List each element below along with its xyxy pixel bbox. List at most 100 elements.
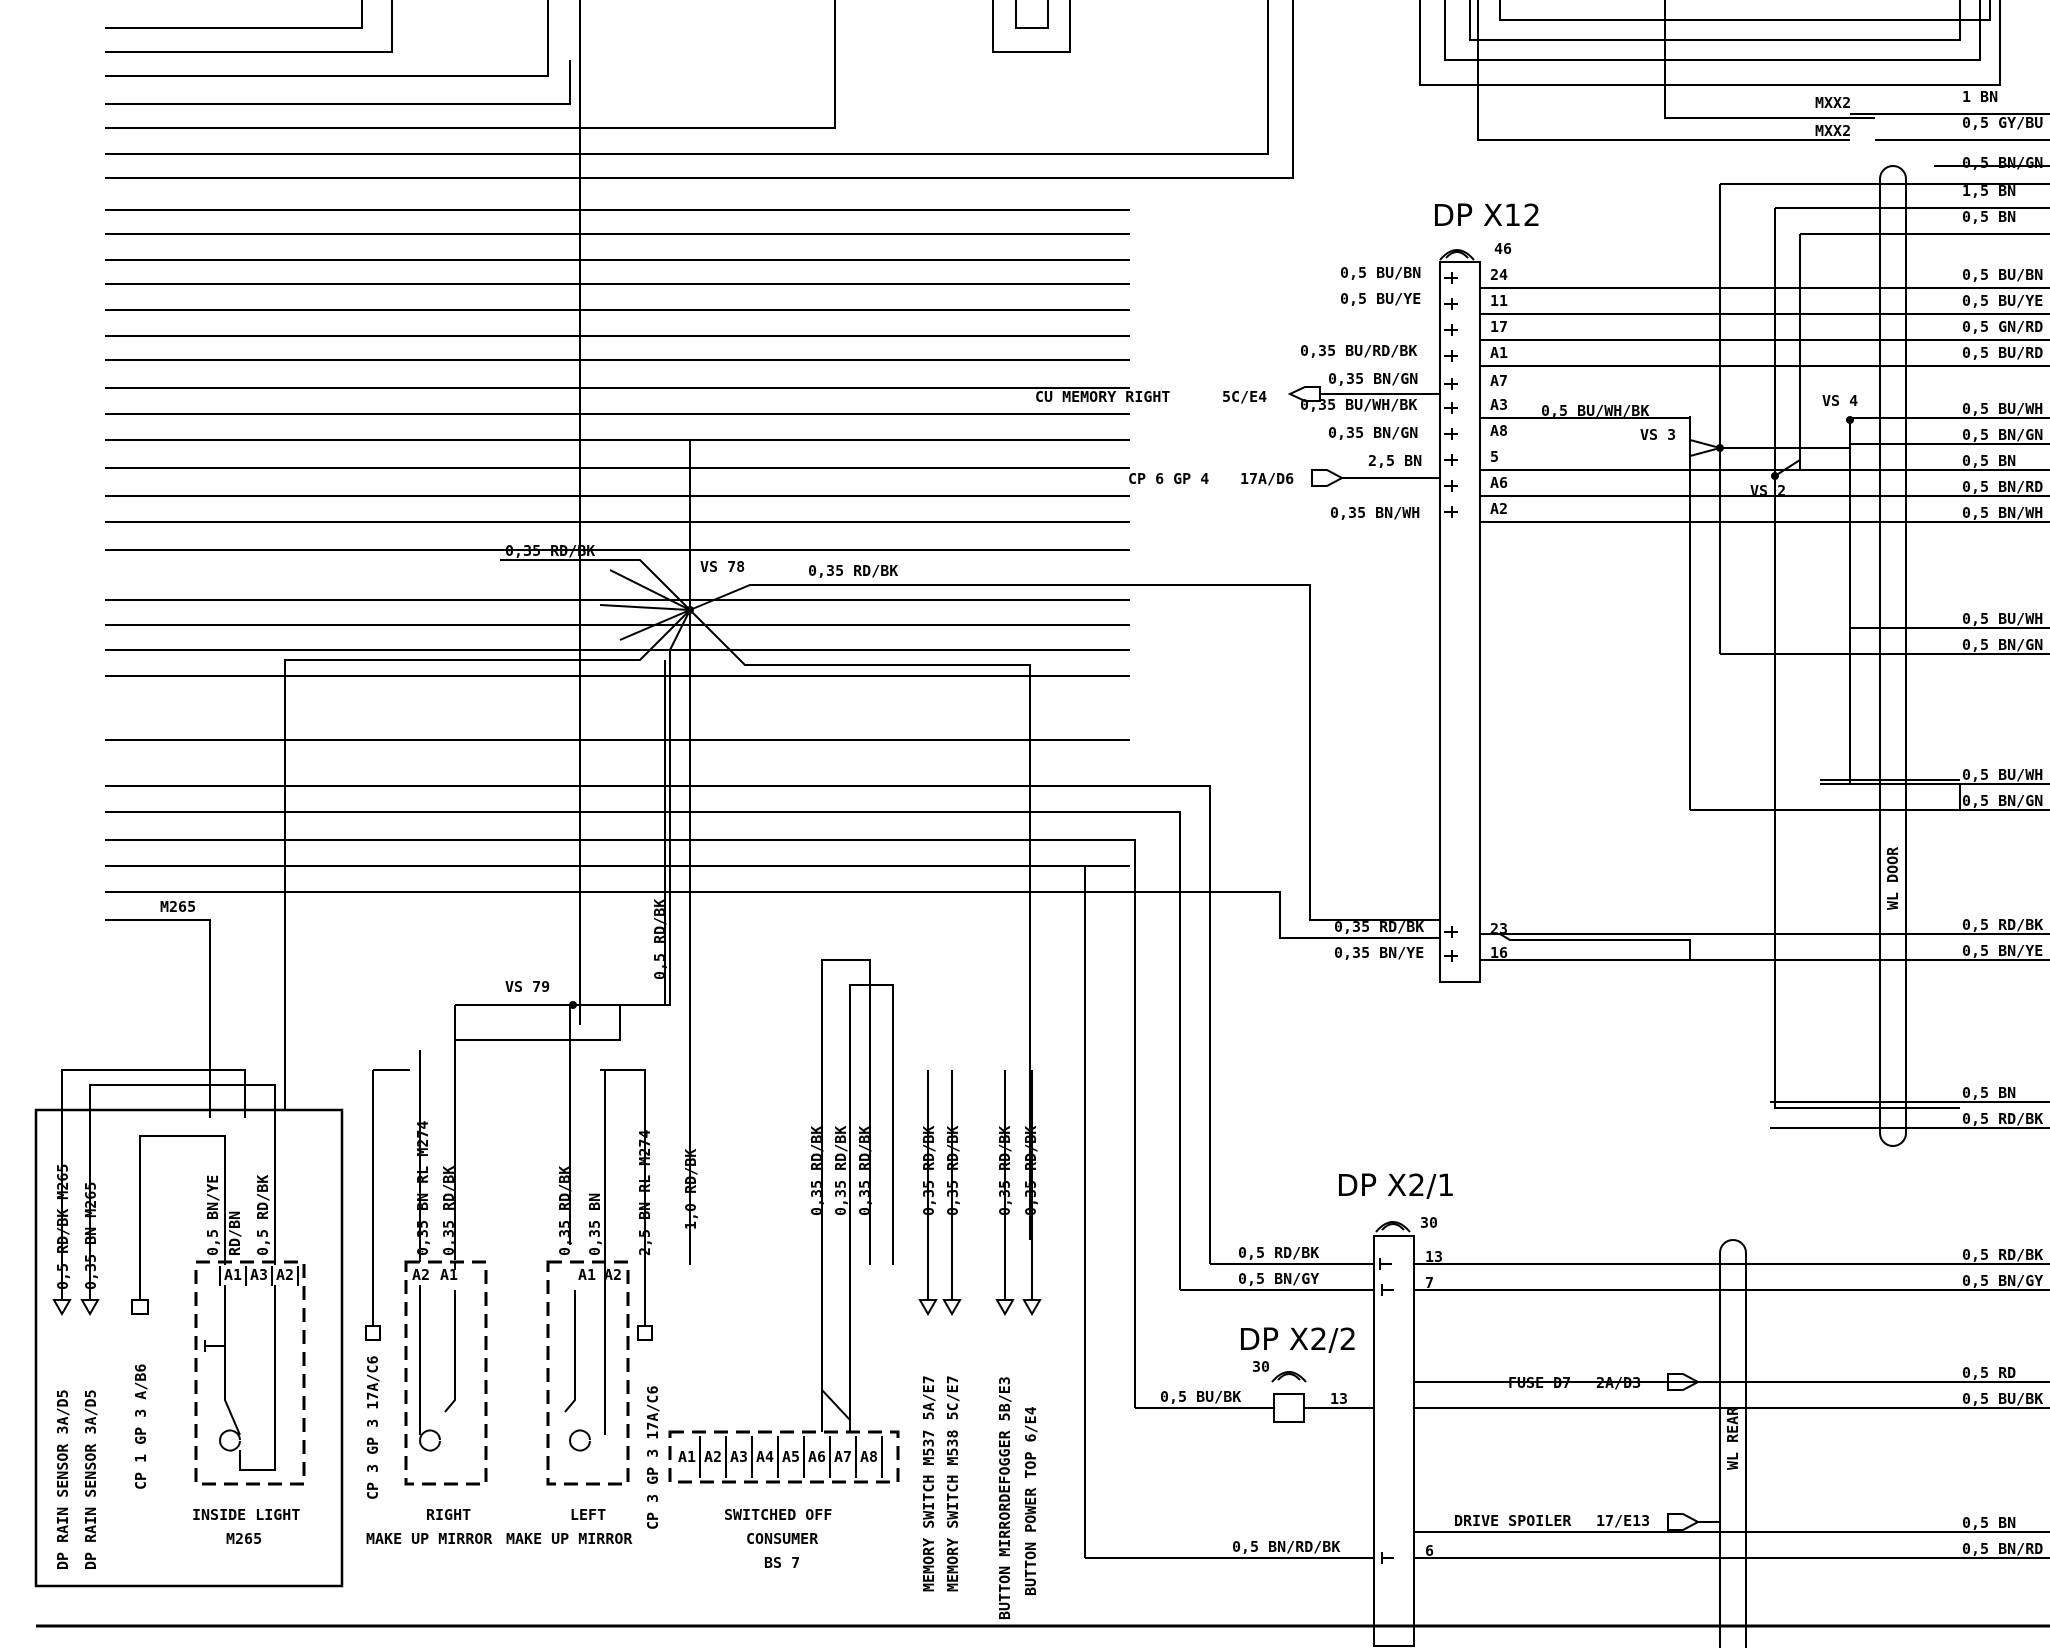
btn2-label: BUTTON POWER TOP 6/E4 <box>1022 1406 1040 1596</box>
right-wire-label: 0,5 GY/BU <box>1962 114 2043 132</box>
x12-pin-17: 17 <box>1490 318 1508 336</box>
mem1-label: MEMORY SWITCH M537 5A/E7 <box>920 1375 938 1592</box>
lm-wire-label-2: 0,35 BN <box>586 1193 604 1256</box>
rain1-wire-label: 0,5 RD/BK M265 <box>54 1164 72 1290</box>
rm-wire-label-1: 0,35 BN RL M274 <box>414 1121 432 1256</box>
x12-wire-label: 0,35 BN/GN <box>1328 370 1418 388</box>
x12-pin-23: 23 <box>1490 920 1508 938</box>
vs79-up-wire-label: 0,5 RD/BK <box>651 899 669 980</box>
sc-wire-label-2: 0,35 RD/BK <box>832 1126 850 1216</box>
right-wire-label: 0,5 BU/BK <box>1962 1390 2043 1408</box>
inside-light-box <box>194 1260 306 1486</box>
x12-pin-A2: A2 <box>1490 500 1508 518</box>
vs4-label: VS 4 <box>1822 392 1858 410</box>
x12-pin-mark <box>1444 298 1458 310</box>
right-wire-label: 0,5 BN/RD <box>1962 1540 2043 1558</box>
bottom-devices: 0,5 RD/BK M265 0,35 BN M265 DP RAIN SENS… <box>34 959 1042 1620</box>
right-wire-label: 0,5 RD/BK <box>1962 916 2043 934</box>
splice-vs4: VS 4 <box>1822 392 1858 628</box>
x12-pin-mark <box>1444 402 1458 414</box>
spoiler-ref: 17/E13 <box>1596 1512 1650 1530</box>
x12-wire-label: 0,5 BU/YE <box>1340 290 1421 308</box>
wl-door-label: WL DOOR <box>1884 846 1902 910</box>
cp3a-label: CP 3 GP 3 17A/C6 <box>364 1356 382 1501</box>
switched-off-pin: A1 <box>678 1448 696 1466</box>
sc-wire-label-1: 0,35 RD/BK <box>808 1126 826 1216</box>
x21-pin-13: 13 <box>1425 1248 1443 1266</box>
right-mirror-pin: A1 <box>440 1266 458 1284</box>
right-mirror-label-1: RIGHT <box>426 1506 471 1524</box>
connector-dp-x2-2: DP X2/2 30 0,5 BU/BK 13 <box>1135 1323 1374 1423</box>
fuse-ref: 2A/D3 <box>1596 1374 1641 1392</box>
wl-rear-label: WL REAR <box>1724 1406 1742 1470</box>
connector-dp-x2-1: DP X2/1 30 0,5 RD/BK 0,5 BN/GY 0,5 BN/RD… <box>1085 1169 1456 1647</box>
right-wire-label: 0,5 BN/GY <box>1962 1272 2043 1290</box>
btn1-label: BUTTON MIRRORDEFOGGER 5B/E3 <box>996 1376 1014 1620</box>
wl-rear-harness: WL REAR <box>1719 1239 1747 1648</box>
right-wire-label: 0,5 BU/RD <box>1962 344 2043 362</box>
il-wire-label-1: 0,5 BN/YE <box>204 1175 222 1256</box>
x21-pin-7: 7 <box>1425 1274 1434 1292</box>
right-mirror-label-2: MAKE UP MIRROR <box>366 1530 493 1548</box>
x21-wire-13: 0,5 RD/BK <box>1238 1244 1319 1262</box>
x12-top-pin: 46 <box>1494 240 1512 258</box>
right-wire-label: 0,5 BU/BN <box>1962 266 2043 284</box>
left-mirror-box <box>546 1260 630 1486</box>
lm-wire-label-1: 0,35 RD/BK <box>556 1166 574 1256</box>
switched-off-label-2: CONSUMER <box>746 1530 819 1548</box>
x12-pin-mark <box>1444 350 1458 362</box>
right-wire-label: 0,5 BN/YE <box>1962 942 2043 960</box>
right-wire-label: 0,5 BN/GN <box>1962 426 2043 444</box>
rain1-label: DP RAIN SENSOR 3A/D5 <box>54 1389 72 1570</box>
inside-light-pin: A2 <box>276 1266 294 1284</box>
spoiler-label: DRIVE SPOILER <box>1454 1512 1572 1530</box>
x21-wire-6: 0,5 BN/RD/BK <box>1232 1538 1340 1556</box>
switched-off-pin: A2 <box>704 1448 722 1466</box>
x12-pin-5: 5 <box>1490 448 1499 466</box>
inside-light-label: INSIDE LIGHT <box>192 1506 300 1524</box>
m265-left-label: M265 <box>160 898 196 916</box>
right-wire-label: 0,5 BN <box>1962 452 2016 470</box>
left-mirror-label-2: MAKE UP MIRROR <box>506 1530 633 1548</box>
right-mirror-pin: A2 <box>412 1266 430 1284</box>
x12-wire-label: 0,35 BN/GN <box>1328 424 1418 442</box>
vs78-right-wire-label: 0,35 RD/BK <box>808 562 898 580</box>
vs3-wire-label: 0,5 BU/WH/BK <box>1541 402 1649 420</box>
x12-pin-11: 11 <box>1490 292 1508 310</box>
x12-title: DP X12 <box>1432 199 1541 234</box>
il-wire-label-2: 0,5 RD/BK <box>254 1175 272 1256</box>
cp1-label: CP 1 GP 3 A/B6 <box>132 1364 150 1490</box>
right-wire-label: 0,5 BN/RD <box>1962 478 2043 496</box>
rain2-wire-label: 0,35 BN M265 <box>82 1182 100 1290</box>
mem1-wire-label: 0,35 RD/BK <box>920 1126 938 1216</box>
splice-vs79: VS 79 0,5 RD/BK <box>454 660 669 1260</box>
x12-pin-16: 16 <box>1490 944 1508 962</box>
switched-off-pin: A8 <box>860 1448 878 1466</box>
rain2-label: DP RAIN SENSOR 3A/D5 <box>82 1389 100 1570</box>
vs2-label: VS 2 <box>1750 482 1786 500</box>
x12-pin-mark <box>1444 378 1458 390</box>
right-mirror-pins: A2 A1 <box>412 1266 458 1284</box>
switched-off-pin: A6 <box>808 1448 826 1466</box>
left-mirror-pin: A2 <box>604 1266 622 1284</box>
x12-wire-label: 0,5 BU/BN <box>1340 264 1421 282</box>
right-wire-label: 0,5 BU/WH <box>1962 610 2043 628</box>
x12-wire-label: 0,35 BN/WH <box>1330 504 1420 522</box>
right-wire-label: 1 BN <box>1962 88 1998 106</box>
x12-pin-mark <box>1444 506 1458 518</box>
x22-top-pin: 30 <box>1252 1358 1270 1376</box>
btn1-wire-label: 0,35 RD/BK <box>996 1126 1014 1216</box>
splice-vs78: 0,35 RD/BK 0,35 RD/BK VS 78 <box>284 0 1440 1265</box>
x21-title: DP X2/1 <box>1336 1169 1456 1204</box>
right-wire-labels: 1 BN0,5 GY/BU0,5 BN/GN1,5 BN0,5 BN0,5 BU… <box>1962 88 2043 1558</box>
right-wire-label: 0,5 BN/GN <box>1962 636 2043 654</box>
x22-pin: 13 <box>1330 1390 1348 1408</box>
inside-light-pin-frame <box>219 1266 299 1286</box>
x12-pin-A6: A6 <box>1490 474 1508 492</box>
